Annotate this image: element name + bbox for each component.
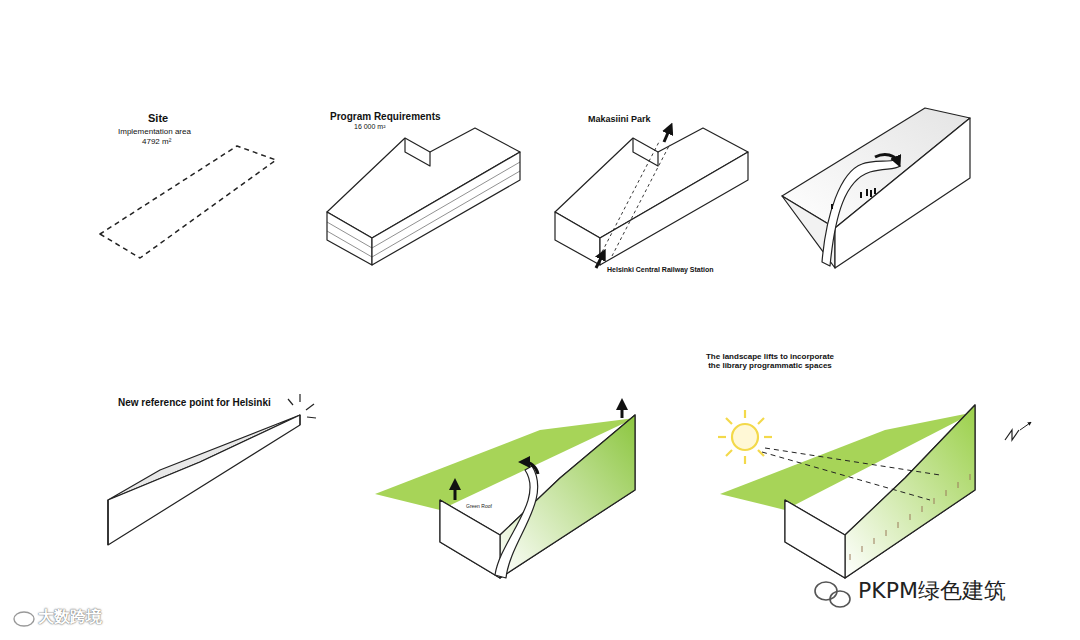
tree-mark: [886, 530, 887, 536]
panel-heading: Program Requirements: [330, 111, 441, 123]
tree-mark: [910, 514, 911, 520]
tree-mark: [850, 554, 851, 560]
area-value: 16 000 m²: [354, 123, 386, 131]
destination-label: Makasiini Park: [588, 114, 651, 124]
area-note: Implementation area: [118, 127, 191, 136]
tree-mark: [970, 474, 971, 480]
panel-heading: New reference point for Helsinki: [118, 397, 271, 409]
watermark: PKPM绿色建筑: [858, 578, 1006, 603]
area-value: 4792 m²: [142, 137, 171, 146]
tree-mark: [946, 490, 947, 496]
watermark: 大数跨境: [38, 608, 102, 626]
destination-label: Helsinki Central Railway Station: [607, 266, 714, 274]
roof-label: Green Roof: [466, 504, 492, 510]
tree-mark: [934, 498, 935, 504]
panel-heading: Site: [148, 112, 168, 125]
panel-heading: The landscape lifts to incorporate the l…: [700, 352, 840, 370]
tree-mark: [898, 522, 899, 528]
tree-mark: [922, 506, 923, 512]
tree-mark: [874, 538, 875, 544]
tree-mark: [862, 546, 863, 552]
tree-mark: [958, 482, 959, 488]
